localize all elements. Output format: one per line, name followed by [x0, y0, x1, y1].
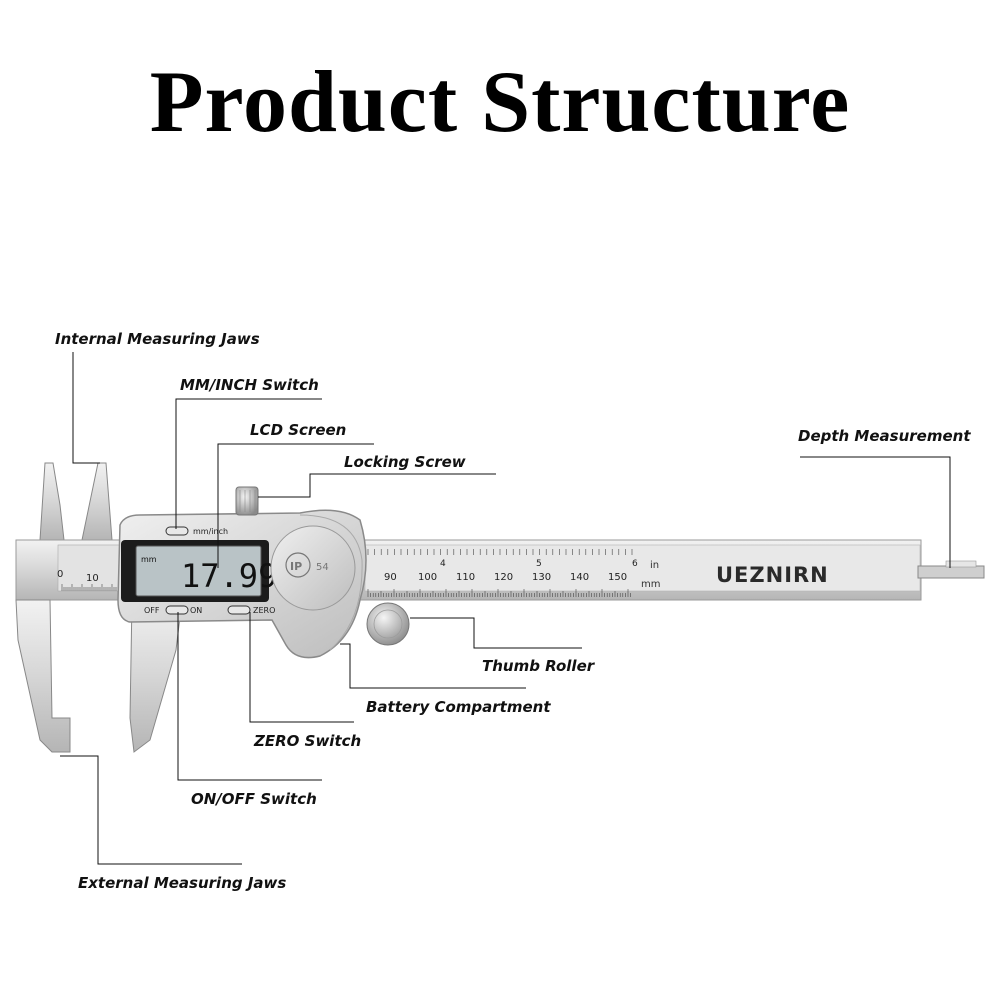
mm-number: 110	[456, 572, 475, 583]
label-zero-switch: ZERO Switch	[254, 732, 362, 750]
label-locking-screw: Locking Screw	[344, 453, 466, 471]
on-text: ON	[190, 606, 202, 615]
left-scale-ten: 10	[86, 573, 99, 584]
mm-number: 130	[532, 572, 551, 583]
inch-number: 5	[536, 559, 542, 569]
mm-number: 140	[570, 572, 589, 583]
locking-screw	[235, 486, 259, 516]
inch-number: 6	[632, 559, 638, 569]
ip-rating: IP	[290, 560, 302, 573]
external-jaw-sliding	[129, 599, 183, 753]
mm-number: 120	[494, 572, 513, 583]
inch-number: 4	[440, 559, 446, 569]
label-mm-inch-switch: MM/INCH Switch	[180, 376, 319, 394]
label-thumb-roller: Thumb Roller	[482, 657, 595, 675]
mm-number: 100	[418, 572, 437, 583]
page-title: Product Structure	[149, 54, 851, 151]
ip-badge	[285, 552, 311, 578]
label-external-jaws: External Measuring Jaws	[78, 874, 287, 892]
internal-jaw-sliding	[81, 462, 113, 541]
scale-in-unit: in	[650, 560, 659, 571]
ip-number: 54	[316, 562, 329, 573]
right-scale-ticks	[367, 549, 633, 597]
depth-rod	[917, 565, 985, 579]
inch-scale-numbers: 4 5 6	[440, 559, 638, 569]
on-off-button	[165, 605, 189, 615]
lcd-screen	[135, 545, 262, 597]
label-lcd-screen: LCD Screen	[250, 421, 347, 439]
zero-text: ZERO	[253, 606, 275, 615]
zero-button	[227, 605, 251, 615]
label-depth-measurement: Depth Measurement	[798, 427, 971, 445]
left-scale-ticks	[61, 584, 121, 591]
external-jaw-fixed	[15, 599, 71, 753]
mm-scale-numbers: 90 100 110 120 130 140 150	[384, 572, 627, 583]
label-internal-jaws: Internal Measuring Jaws	[55, 330, 260, 348]
left-scale-band	[57, 544, 123, 592]
leader-lines	[60, 352, 951, 865]
scale-mm-unit: mm	[641, 579, 660, 590]
brand-logo: UEZNIRN	[716, 563, 829, 587]
beam-scale-band	[364, 544, 921, 592]
label-battery-compartment: Battery Compartment	[366, 698, 551, 716]
battery-cover	[270, 525, 356, 611]
thumb-roller	[366, 602, 410, 646]
mm-number: 90	[384, 572, 397, 583]
mm-number: 150	[608, 572, 627, 583]
mm-inch-text: mm/inch	[193, 527, 228, 536]
left-scale-zero: 0	[57, 569, 63, 580]
lcd-unit: mm	[141, 555, 157, 564]
lcd-reading: 17.99	[181, 557, 277, 595]
off-text: OFF	[144, 606, 160, 615]
mm-inch-button	[165, 526, 189, 536]
internal-jaw-fixed	[39, 462, 65, 541]
label-on-off-switch: ON/OFF Switch	[191, 790, 317, 808]
